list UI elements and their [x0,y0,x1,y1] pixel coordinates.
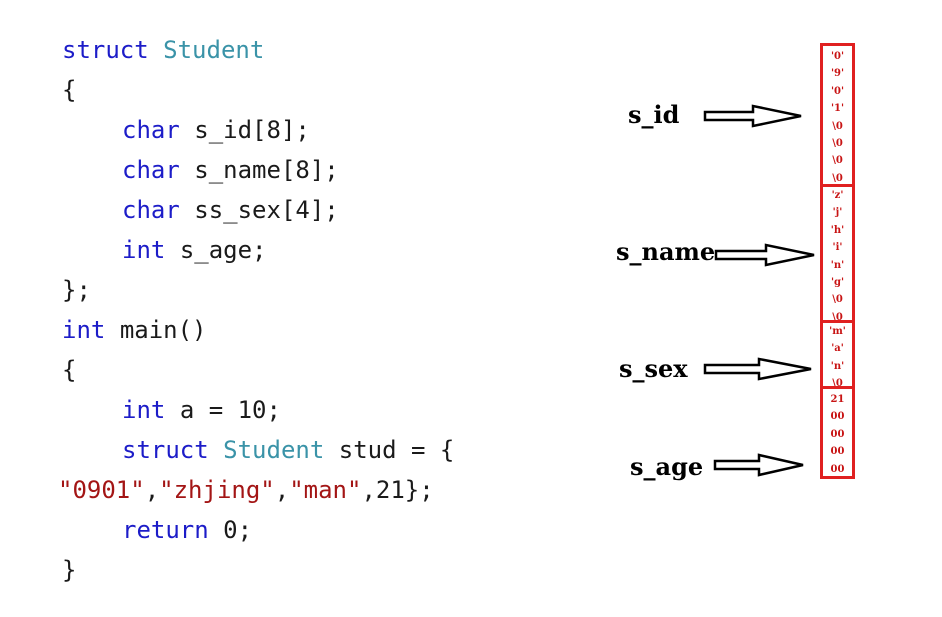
code-line-11: struct Student stud = { [122,430,454,470]
memory-cell: '1' [830,103,845,115]
code-text: , [144,476,160,504]
type-name: Student [223,436,325,464]
arrow-right-icon [703,357,812,381]
keyword: char [122,196,180,224]
memory-cell: 'j' [832,207,843,219]
code-line-1: struct Student [62,30,264,70]
code-text: ,21}; [361,476,434,504]
s-id-label: s_id [628,100,680,129]
memory-cell: 00 [830,428,845,440]
memory-cell: \0 [832,137,843,149]
code-line-7: }; [62,276,91,304]
memory-cell: \0 [832,294,843,306]
memory-cell: 00 [830,446,845,458]
memory-cell: \0 [832,155,843,167]
s-name-label: s_name [616,237,716,266]
memory-cell: 'n' [830,259,845,271]
code-line-8: int main() [62,310,207,350]
string-literal: "0901" [58,476,145,504]
memory-cell: \0 [832,120,843,132]
string-literal: "man" [289,476,362,504]
memory-block-s-name: 'z' 'j' 'h' 'i' 'n' 'g' \0 \0 [820,184,855,326]
code-text: s_id[8]; [194,116,310,144]
memory-cell: \0 [832,172,843,184]
code-text: s_name[8]; [194,156,339,184]
code-line-5: char ss_sex[4]; [122,190,339,230]
memory-cell: 'i' [832,242,843,254]
memory-cell: '0' [830,51,845,62]
keyword: char [122,116,180,144]
code-line-10: int a = 10; [122,390,281,430]
memory-cell: 'm' [829,326,846,337]
code-line-9: { [62,356,77,384]
arrow-right-icon [714,243,815,267]
keyword: struct [122,436,209,464]
memory-cell: 00 [830,463,845,475]
memory-cell: 00 [830,411,845,423]
memory-cell: \0 [832,311,843,323]
memory-cell: 21 [830,394,845,405]
code-text: 0; [223,516,253,544]
code-line-6: int s_age; [122,230,267,270]
memory-cell: 'h' [830,224,845,236]
code-text: s_age; [179,236,267,264]
code-text: , [274,476,290,504]
code-text: ss_sex[4]; [194,196,339,224]
code-text: a = 10; [179,396,281,424]
memory-cell: 'g' [830,276,845,288]
keyword: int [122,236,166,264]
memory-cell: 'a' [831,343,844,355]
keyword: char [122,156,180,184]
s-sex-label: s_sex [619,354,688,383]
keyword: int [62,316,106,344]
memory-cell: 'z' [831,190,844,201]
memory-block-s-age: 21 00 00 00 00 [820,386,855,479]
code-line-12: "0901","zhjing","man",21}; [58,470,434,510]
arrow-right-icon [703,104,802,128]
s-age-label: s_age [630,452,704,481]
keyword: int [122,396,166,424]
memory-block-s-id: '0' '9' '0' '1' \0 \0 \0 \0 [820,43,855,188]
arrow-right-icon [713,453,804,477]
keyword: struct [62,36,149,64]
memory-cell: 'n' [830,360,845,372]
code-line-4: char s_name[8]; [122,150,339,190]
code-text: main() [119,316,207,344]
type-name: Student [163,36,265,64]
code-line-14: } [62,556,77,584]
memory-cell: '0' [830,85,845,97]
code-line-13: return 0; [122,510,252,550]
code-line-2: { [62,76,77,104]
memory-cell: \0 [832,378,843,390]
code-text: stud = { [338,436,455,464]
string-literal: "zhjing" [159,476,275,504]
memory-cell: '9' [830,68,845,80]
memory-block-s-sex: 'm' 'a' 'n' \0 [820,320,855,389]
code-line-3: char s_id[8]; [122,110,310,150]
keyword: return [122,516,209,544]
